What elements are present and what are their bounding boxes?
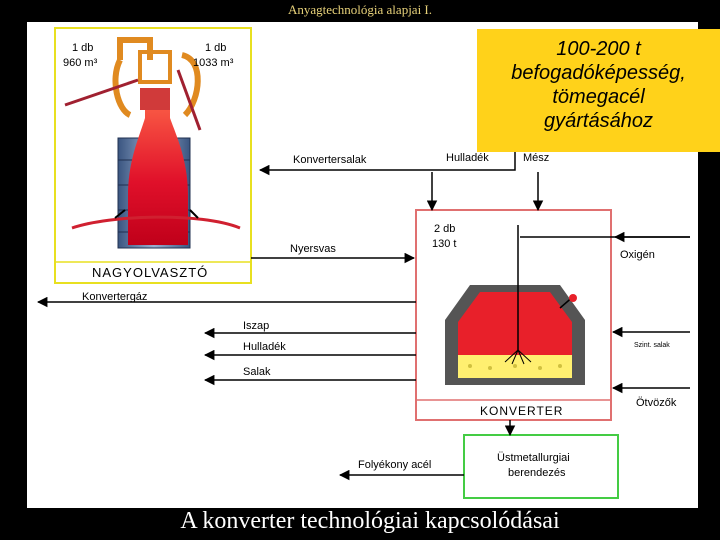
slide-footer: A konverter technológiai kapcsolódásai bbox=[180, 508, 560, 534]
converter-count: 2 db bbox=[434, 223, 456, 235]
capacity-line-3: tömegacél bbox=[552, 86, 645, 108]
capacity-line-1: 100-200 t bbox=[556, 38, 641, 60]
lime-label: Mész bbox=[523, 152, 550, 164]
bf-right-count: 1 db bbox=[205, 42, 227, 54]
converter-group bbox=[415, 209, 612, 421]
converter-gas-label: Konvertergáz bbox=[82, 291, 148, 303]
blast-furnace-group bbox=[54, 27, 252, 284]
slag-label: Salak bbox=[243, 366, 271, 378]
secondary-line-1: Üstmetallurgiai bbox=[497, 452, 570, 464]
capacity-note: 100-200 t befogadóképesség, tömegacél gy… bbox=[477, 29, 720, 152]
flow-arrows bbox=[36, 152, 690, 481]
sludge-label: Iszap bbox=[243, 320, 270, 332]
oxygen-label: Oxigén bbox=[620, 249, 655, 261]
slide-header: Anyagtechnológia alapjai I. bbox=[287, 2, 433, 17]
converter-capacity: 130 t bbox=[432, 238, 457, 250]
converter-slag-label: Konvertersalak bbox=[293, 154, 367, 166]
converter-caption: KONVERTER bbox=[480, 404, 564, 418]
pig-iron-label: Nyersvas bbox=[290, 243, 336, 255]
scrap-in-label: Hulladék bbox=[446, 152, 489, 164]
synthetic-slag-label: Szint. salak bbox=[634, 342, 670, 349]
bf-left-count: 1 db bbox=[72, 42, 94, 54]
bf-right-volume: 1033 m³ bbox=[193, 57, 234, 69]
blast-furnace-caption: NAGYOLVASZTÓ bbox=[92, 265, 209, 280]
alloys-label: Ötvözők bbox=[636, 397, 677, 409]
converter-slag-arrow bbox=[258, 152, 516, 176]
capacity-line-2: befogadóképesség, bbox=[511, 62, 686, 84]
scrap-out-label: Hulladék bbox=[243, 341, 286, 353]
liquid-steel-label: Folyékony acél bbox=[358, 459, 432, 471]
bf-left-volume: 960 m³ bbox=[63, 57, 98, 69]
secondary-metallurgy-box bbox=[463, 434, 619, 499]
capacity-line-4: gyártásához bbox=[544, 110, 653, 132]
secondary-line-2: berendezés bbox=[508, 467, 566, 479]
